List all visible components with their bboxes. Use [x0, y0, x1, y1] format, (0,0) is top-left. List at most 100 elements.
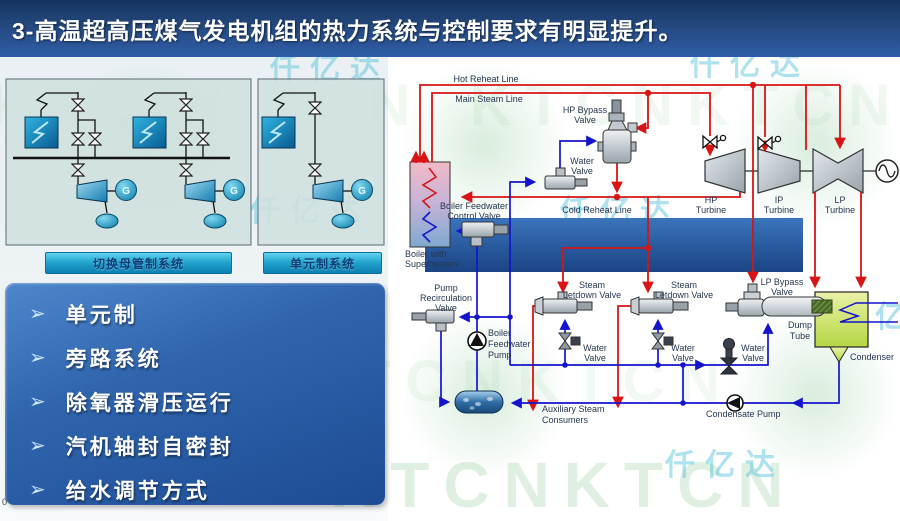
- label-aux-steam-consumers: Consumers: [542, 415, 589, 425]
- arrow-bullet-icon: ➢: [29, 479, 46, 501]
- pump-recirculation-valve: [411, 309, 455, 332]
- boiler-feedwater-pump: [467, 331, 487, 351]
- generator-label: G: [358, 186, 366, 197]
- arrow-bullet-icon: ➢: [29, 391, 46, 413]
- label-main-steam-line: Main Steam Line: [455, 94, 523, 104]
- list-item: ➢ 除氧器滑压运行: [5, 380, 385, 424]
- label-boiler-superheaters: Superheaters: [405, 259, 460, 269]
- water-valve: [558, 332, 581, 350]
- label-water-valve: Valve: [742, 353, 764, 363]
- page-title: 3-高温超高压煤气发电机组的热力系统与控制要求有明显提升。: [12, 17, 683, 44]
- label-bfw-pump: Pump: [488, 350, 512, 360]
- label-water-valve: Valve: [571, 166, 593, 176]
- steam-junction-dots: [613, 81, 757, 252]
- thermal-system-diagram: Hot Reheat Line Main Steam Line HP Bypas…: [405, 74, 899, 425]
- label-bfw-pump: Boiler: [488, 328, 511, 338]
- label-water-valve: Valve: [672, 353, 694, 363]
- label-lp-turbine: Turbine: [825, 205, 855, 215]
- caption-switchover-label: 切换母管制系统: [92, 256, 184, 271]
- label-water-valve: Water: [570, 156, 594, 166]
- ip-turbine: [757, 148, 801, 194]
- label-steam-letdown-valve: Letdown Valve: [655, 290, 713, 300]
- arrow-bullet-icon: ➢: [29, 303, 46, 325]
- caption-unit-system: 单元制系统: [263, 252, 382, 274]
- panel-generators: [115, 179, 373, 201]
- list-item-label: 给水调节方式: [65, 480, 210, 503]
- page-marker: 0: [2, 497, 8, 507]
- panel-turbines: [76, 179, 344, 203]
- caption-unit-label: 单元制系统: [289, 256, 355, 271]
- arrow-bullet-icon: ➢: [29, 347, 46, 369]
- label-hot-reheat-line: Hot Reheat Line: [453, 74, 518, 84]
- label-condensate-pump: Condensate Pump: [706, 409, 781, 419]
- dump-tube-diffuser: [811, 299, 833, 314]
- list-item: ➢ 单元制: [5, 292, 385, 336]
- label-aux-steam-consumers: Auxiliary Steam: [542, 404, 605, 414]
- label-bfw-control-valve: Boiler Feedwater: [440, 201, 508, 211]
- condenser-coil: [837, 302, 898, 323]
- label-lp-bypass-valve: Valve: [771, 287, 793, 297]
- water-junction-dots: [474, 314, 686, 406]
- label-hp-bypass-valve: Valve: [574, 115, 596, 125]
- list-item: ➢ 旁路系统: [5, 336, 385, 380]
- label-hp-turbine: Turbine: [696, 205, 726, 215]
- generator-label: G: [230, 186, 238, 197]
- panel-condensers: [95, 213, 355, 229]
- label-pump-recirc-valve: Valve: [435, 303, 457, 313]
- list-item: ➢ 给水调节方式: [5, 468, 385, 512]
- arrow-bullet-icon: ➢: [29, 435, 46, 457]
- label-hp-turbine: HP: [705, 195, 718, 205]
- list-item-label: 单元制: [65, 304, 138, 327]
- hp-bypass-water-valve: [544, 167, 588, 190]
- label-boiler-superheaters: Boiler with: [405, 249, 447, 259]
- key-points-box: ➢ 单元制 ➢ 旁路系统 ➢ 除氧器滑压运行 ➢ 汽机轴封自密封 ➢ 给水调节方…: [5, 283, 385, 505]
- label-water-valve: Water: [741, 343, 765, 353]
- boiler-feedwater-control-valve: [461, 221, 509, 247]
- label-condenser: Condenser: [850, 352, 894, 362]
- panel-unit-system: [257, 78, 385, 246]
- water-valve: [651, 332, 674, 350]
- hp-bypass-valve: [597, 99, 638, 164]
- water-valve-globe: [719, 338, 739, 375]
- label-water-valve: Water: [671, 343, 695, 353]
- generator-labels: G G G: [122, 186, 366, 197]
- label-lp-bypass-valve: LP Bypass: [761, 277, 804, 287]
- label-pump-recirc-valve: Recirculation: [420, 293, 472, 303]
- label-ip-turbine: IP: [775, 195, 784, 205]
- label-ip-turbine: Turbine: [764, 205, 794, 215]
- water-lines: [439, 135, 840, 409]
- label-steam-letdown-valve: Letdown Valve: [563, 290, 621, 300]
- title-bar: 3-高温超高压煤气发电机组的热力系统与控制要求有明显提升。: [0, 0, 900, 57]
- label-cold-reheat-line: Cold Reheat Line: [562, 205, 632, 215]
- label-lp-turbine: LP: [834, 195, 845, 205]
- deaerator: [454, 390, 504, 414]
- generator-label: G: [122, 186, 130, 197]
- condensate-pump: [726, 394, 744, 412]
- label-dump-tube: Tube: [790, 331, 810, 341]
- label-bfw-control-valve: Control Valve: [447, 211, 500, 221]
- diagram-labels: Hot Reheat Line Main Steam Line HP Bypas…: [405, 74, 894, 425]
- label-water-valve: Water: [583, 343, 607, 353]
- turbine-train: [704, 147, 899, 195]
- label-water-valve: Valve: [584, 353, 606, 363]
- steam-letdown-valve: [534, 291, 593, 316]
- label-hp-bypass-valve: HP Bypass: [563, 105, 608, 115]
- lp-turbine: [812, 147, 864, 195]
- label-dump-tube: Dump: [788, 320, 812, 330]
- lp-bypass-valve-and-dump-tube: [725, 283, 765, 317]
- list-item-label: 汽机轴封自密封: [65, 436, 234, 459]
- system-comparison-panels: G G G: [5, 78, 385, 246]
- label-pump-recirc-valve: Pump: [434, 283, 458, 293]
- label-bfw-pump: Feedwater: [488, 339, 531, 349]
- panel-boilers: [24, 116, 296, 149]
- hp-ip-inlet-valves: [702, 134, 782, 151]
- list-item-label: 旁路系统: [65, 348, 162, 371]
- steam-lines: [410, 84, 867, 412]
- label-steam-letdown-valve: Steam: [579, 280, 605, 290]
- hp-turbine: [704, 148, 746, 194]
- caption-switchover-system: 切换母管制系统: [45, 252, 232, 274]
- list-item: ➢ 汽机轴封自密封: [5, 424, 385, 468]
- label-steam-letdown-valve: Steam: [671, 280, 697, 290]
- boiler-with-superheaters: [409, 161, 451, 248]
